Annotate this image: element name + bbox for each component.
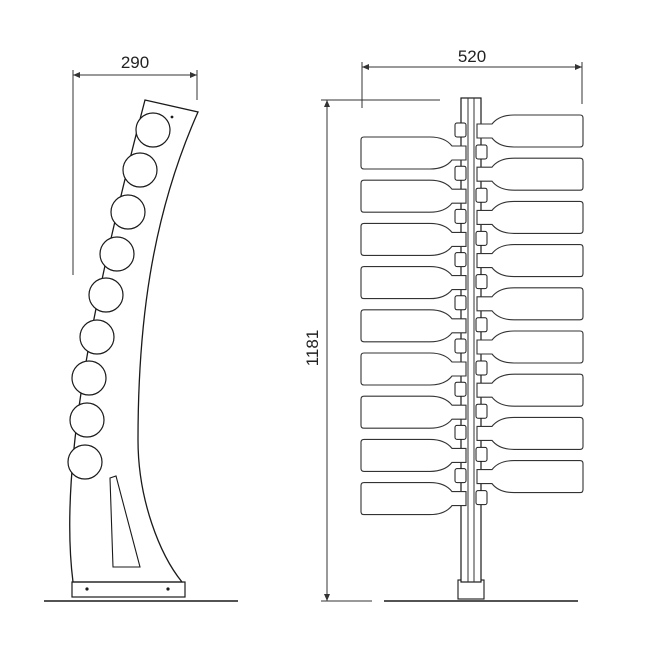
bottle-clip <box>475 360 488 376</box>
bottle-left <box>360 266 467 300</box>
bottle-clip <box>454 381 467 397</box>
bottle-left <box>360 395 467 429</box>
bottle-hole <box>88 277 124 313</box>
arrow-right-icon <box>190 72 197 78</box>
bottle-right <box>476 373 584 407</box>
bottle-clip <box>475 274 488 290</box>
screw-icon <box>85 587 89 591</box>
front-bottles <box>360 114 584 516</box>
bottle-left <box>360 136 467 170</box>
bottle-clip <box>475 187 488 203</box>
arrow-left-icon <box>73 72 80 78</box>
bottle-clip <box>475 403 488 419</box>
front-view: 520 1181 <box>303 47 584 602</box>
bottle-clip <box>475 446 488 462</box>
bottle-left <box>360 352 467 386</box>
front-width-dimension: 520 <box>361 47 583 108</box>
bottle-hole <box>122 152 158 188</box>
bottle-hole <box>71 360 107 396</box>
front-foot-block <box>457 579 485 600</box>
bottle-clip <box>454 122 467 138</box>
bottle-clip <box>475 230 488 246</box>
bottle-right <box>476 114 584 148</box>
arrow-left-icon <box>362 64 369 70</box>
arrow-right-icon <box>575 64 582 70</box>
front-height-label: 1181 <box>303 330 322 367</box>
bottle-right <box>476 200 584 234</box>
bottle-hole <box>67 444 103 480</box>
bottle-clip <box>475 317 488 333</box>
arrow-down-icon <box>324 594 330 601</box>
front-width-label: 520 <box>458 47 486 66</box>
bottle-right <box>476 460 584 494</box>
bottle-hole <box>135 112 171 148</box>
bottle-hole <box>99 236 135 272</box>
bottle-right <box>476 157 584 191</box>
bottle-right <box>476 287 584 321</box>
bottle-right <box>476 416 584 450</box>
bottle-hole <box>110 194 146 230</box>
bottle-clip <box>454 424 467 440</box>
screw-icon <box>166 587 170 591</box>
bottle-left <box>360 438 467 472</box>
bottle-clip <box>454 165 467 181</box>
bottle-clip <box>454 295 467 311</box>
bottle-left <box>360 222 467 256</box>
bottle-clip <box>454 252 467 268</box>
arrow-up-icon <box>324 100 330 107</box>
side-holes <box>67 112 171 480</box>
side-slot-cutout <box>109 475 141 568</box>
side-view: 290 <box>44 53 238 602</box>
bottle-right <box>476 330 584 364</box>
front-height-dimension: 1181 <box>303 99 440 602</box>
side-width-dimension: 290 <box>72 53 198 275</box>
screw-icon <box>170 115 174 119</box>
bottle-clip <box>475 490 488 506</box>
bottle-hole <box>69 402 105 438</box>
bottle-left <box>360 179 467 213</box>
bottle-clip <box>475 144 488 160</box>
bottle-right <box>476 244 584 278</box>
bottle-left <box>360 309 467 343</box>
bottle-clip <box>454 338 467 354</box>
bottle-clip <box>454 208 467 224</box>
bottle-hole <box>79 319 115 355</box>
bottle-left <box>360 482 467 516</box>
bottle-clip <box>454 468 467 484</box>
side-width-label: 290 <box>121 53 149 72</box>
